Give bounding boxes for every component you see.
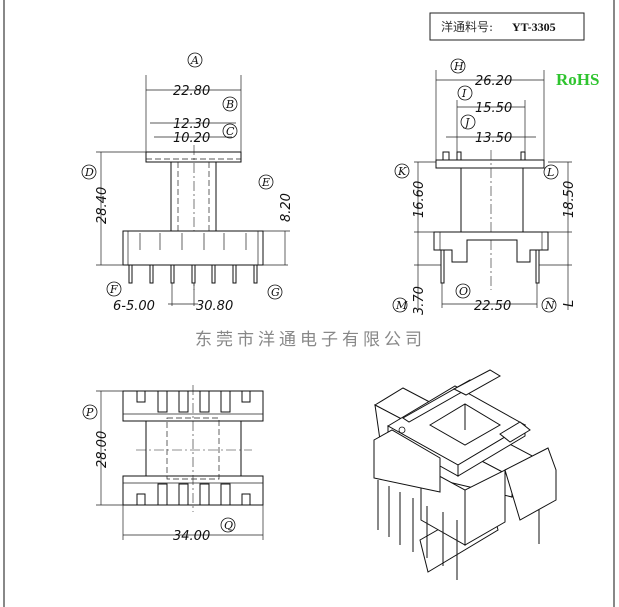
title-box: 洋通料号: YT-3305 [429,12,585,41]
dim-d: 28.40 [95,187,110,224]
letter-p: P [82,404,98,420]
dim-n: L [562,300,577,307]
svg-text:A: A [190,54,199,67]
letter-h: H [450,58,466,74]
dim-k: 16.60 [412,181,427,218]
svg-text:E: E [261,176,270,189]
letter-g: G [267,284,283,300]
letter-b: B [222,96,238,112]
dim-m: 3.70 [412,286,427,315]
letter-a: A [187,52,203,68]
svg-text:G: G [271,286,280,299]
top-view: 28.00 34.00 [95,385,264,544]
letter-c: C [222,123,238,139]
svg-text:D: D [84,166,94,179]
title-label: 洋通料号: [441,19,493,34]
dim-e: 8.20 [279,193,294,222]
watermark: 东莞市洋通电子有限公司 [195,330,426,350]
dim-l: 18.50 [562,181,577,218]
letter-f: F [106,281,122,297]
reference-letters: A B C D E F G H I J K L M N O P Q [81,52,559,533]
letter-n: N [541,297,557,313]
svg-text:M: M [395,299,408,312]
svg-text:P: P [85,406,94,419]
letter-o: O [455,283,471,299]
dim-i: 15.50 [475,101,512,116]
part-number: YT-3305 [512,20,556,34]
svg-text:N: N [544,299,555,312]
dim-b: 12.30 [173,117,210,132]
letter-j: J [460,114,476,130]
letter-e: E [258,174,274,190]
front-view: 22.80 12.30 10.20 28.40 8.20 6-5.00 30.8… [95,75,294,314]
svg-text:O: O [459,285,468,298]
svg-text:B: B [225,98,234,111]
front-pins [128,264,258,284]
dim-q: 34.00 [173,529,210,544]
letter-k: K [394,163,410,179]
letter-m: M [392,297,408,313]
letter-d: D [81,164,97,180]
dim-j: 13.50 [475,131,512,146]
isometric-view [373,369,557,580]
dim-o: 22.50 [474,299,511,314]
letter-q: Q [220,517,236,533]
dim-g: 30.80 [196,299,233,314]
rohs-mark: RoHS [556,70,599,89]
svg-text:C: C [226,125,235,138]
dim-f: 6-5.00 [113,299,155,314]
dim-h: 26.20 [475,74,512,89]
svg-text:I: I [461,87,467,100]
svg-text:K: K [397,165,407,178]
svg-text:H: H [453,60,464,73]
iso-pins [377,480,540,580]
svg-text:J: J [463,116,470,129]
side-view: 26.20 15.50 13.50 16.60 18.50 3.70 L 22.… [412,70,577,315]
letter-i: I [457,85,473,101]
letter-l: L [543,164,559,180]
dim-a: 22.80 [173,84,210,99]
svg-text:L: L [546,166,554,179]
dim-p: 28.00 [95,431,110,468]
svg-text:F: F [109,283,118,296]
dim-c: 10.20 [173,131,210,146]
svg-text:Q: Q [224,519,233,532]
